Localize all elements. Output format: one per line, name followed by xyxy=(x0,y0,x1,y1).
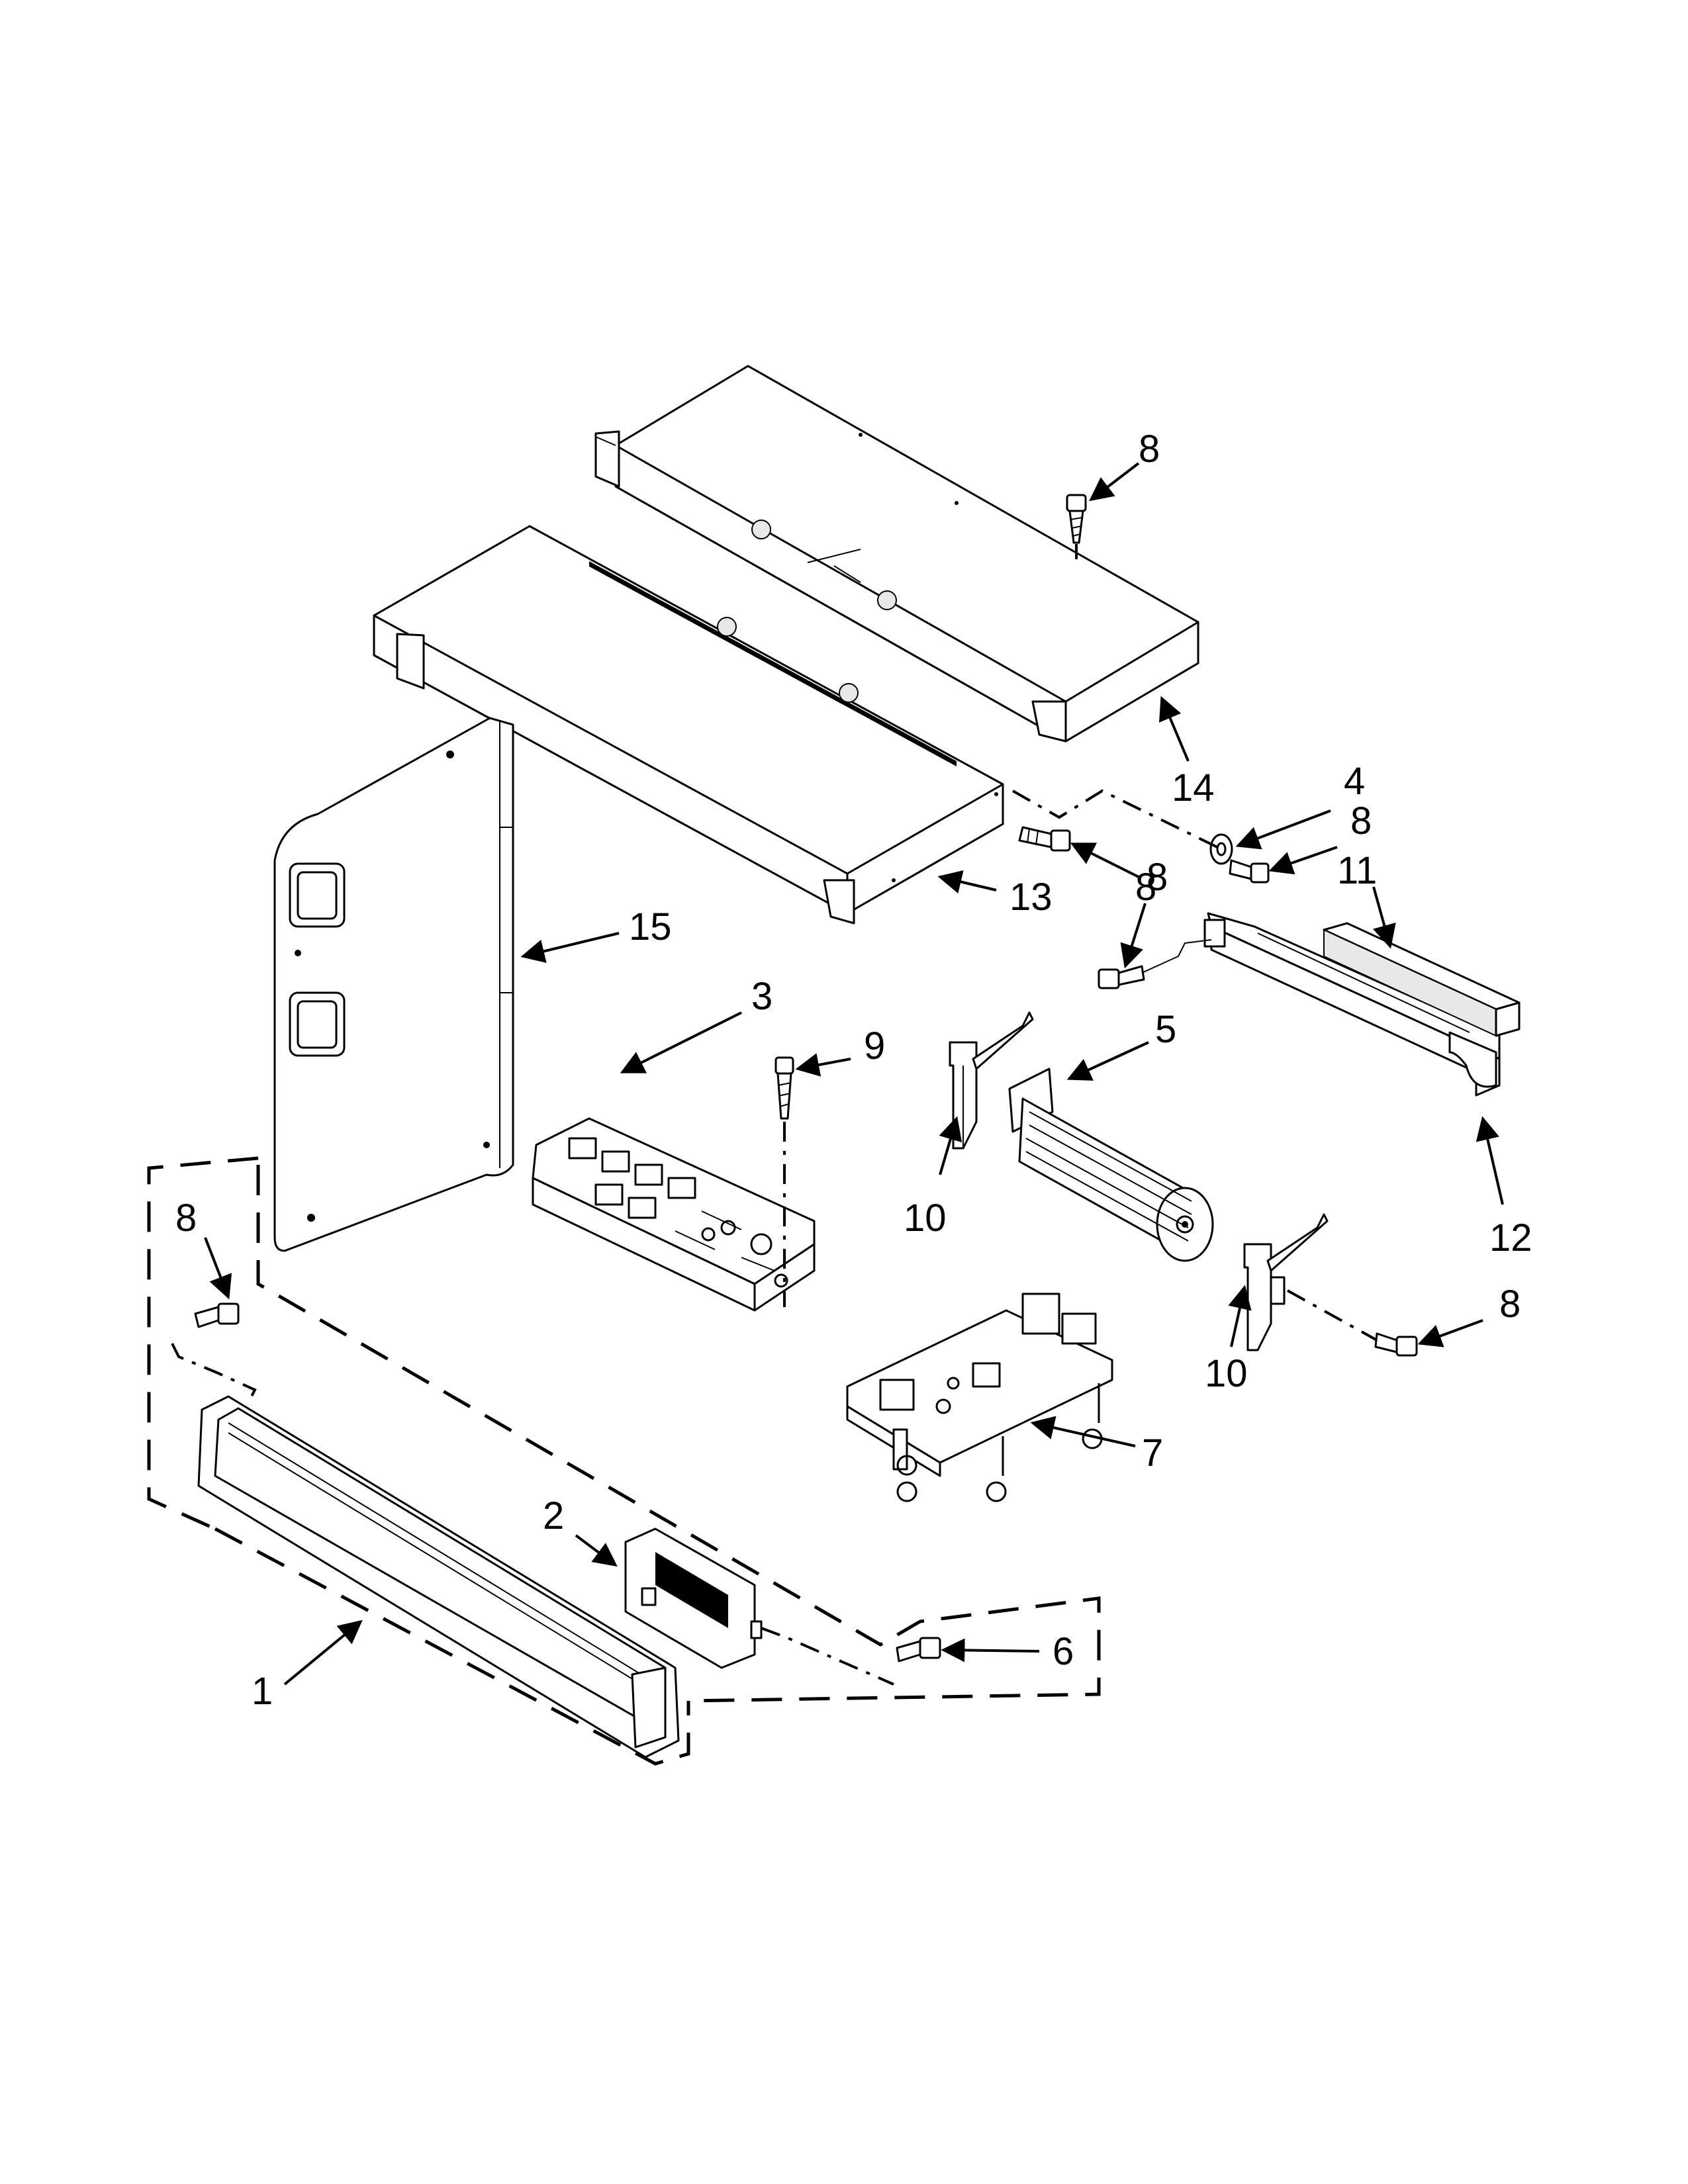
callout-11: 11 xyxy=(1337,849,1377,892)
callout-13: 13 xyxy=(1009,876,1053,919)
callout-8-panel13: 8 xyxy=(1147,856,1168,899)
part-8-screw-rail[interactable] xyxy=(1098,965,1145,989)
callout-8-top: 8 xyxy=(1139,428,1160,471)
part-10-bracket-right[interactable] xyxy=(1243,1213,1329,1351)
assembly-line-8-rail xyxy=(1141,939,1212,974)
callout-15: 15 xyxy=(629,905,672,948)
part-2-display-module[interactable] xyxy=(624,1527,763,1669)
callout-4: 4 xyxy=(1344,760,1365,803)
part-3-control-board[interactable] xyxy=(532,1117,816,1312)
callout-3: 3 xyxy=(751,975,773,1018)
assembly-line-8-bracket xyxy=(1287,1289,1378,1342)
part-7-relay-board[interactable] xyxy=(846,1293,1113,1502)
part-8-screw-panel13[interactable] xyxy=(1018,826,1071,852)
callout-8-rail: 8 xyxy=(1135,866,1156,909)
part-12-rail-bracket[interactable] xyxy=(1203,912,1501,1097)
callout-8-left: 8 xyxy=(175,1197,197,1240)
callout-10-right: 10 xyxy=(1205,1352,1248,1395)
callout-5: 5 xyxy=(1155,1008,1176,1051)
callout-8-bracket: 8 xyxy=(1499,1283,1521,1326)
part-8-screw-left[interactable] xyxy=(194,1302,240,1328)
callout-2: 2 xyxy=(543,1494,564,1537)
part-5-blower-fan[interactable] xyxy=(1008,1068,1214,1262)
part-14-upper-panel[interactable] xyxy=(594,365,1199,743)
callout-1: 1 xyxy=(252,1670,273,1713)
part-8-screw-washer[interactable] xyxy=(1229,859,1270,884)
leader-lines xyxy=(204,462,1504,1686)
part-13-lower-panel[interactable] xyxy=(373,525,1004,925)
callout-6: 6 xyxy=(1053,1630,1074,1673)
part-8-screw-top[interactable] xyxy=(1066,494,1087,544)
part-1-control-trim[interactable] xyxy=(197,1395,680,1758)
part-4-washer[interactable] xyxy=(1209,833,1233,865)
part-6-screw[interactable] xyxy=(896,1637,941,1662)
part-11-bar[interactable] xyxy=(1323,922,1521,1037)
assembly-lines xyxy=(147,789,1222,1766)
callout-12: 12 xyxy=(1489,1216,1532,1259)
callout-10-left: 10 xyxy=(904,1197,947,1240)
callout-9: 9 xyxy=(864,1024,885,1068)
callout-14: 14 xyxy=(1172,766,1215,809)
callout-labels: 8 14 4 8 11 8 13 15 3 9 5 10 10 12 8 7 8… xyxy=(175,428,1532,1713)
part-8-screw-bracket[interactable] xyxy=(1374,1332,1418,1357)
callout-7: 7 xyxy=(1142,1432,1163,1475)
callout-8-washer: 8 xyxy=(1350,799,1372,842)
part-15-side-panel[interactable] xyxy=(273,717,514,1252)
part-9-screw[interactable] xyxy=(774,1056,794,1120)
